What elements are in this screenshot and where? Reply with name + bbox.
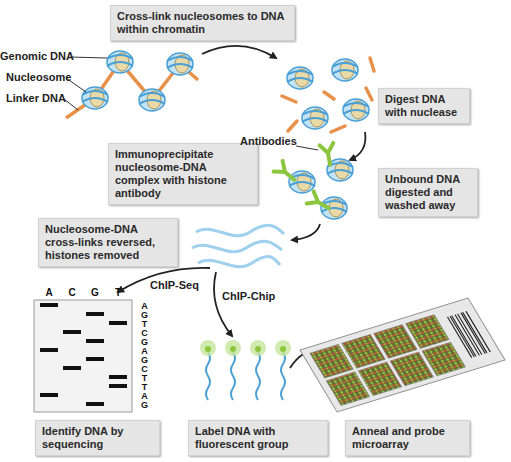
fluor-glow <box>200 340 216 356</box>
step-text: Cross-link nucleosomes to DNA within chr… <box>117 10 288 36</box>
array-tile <box>422 342 465 376</box>
linker-fragment <box>282 58 374 132</box>
step-box: Identify DNA by sequencing <box>35 420 160 456</box>
fluor-tag <box>280 346 286 352</box>
nucleosome <box>287 67 313 89</box>
step-text: Identify DNA by sequencing <box>42 425 153 451</box>
dna-strand <box>206 352 210 400</box>
array-tile <box>406 315 449 349</box>
dna-strand <box>192 241 282 251</box>
nucleosome <box>343 99 369 121</box>
fluor-tag <box>205 346 211 352</box>
step-text: Immunoprecipitate nucleosome-DNA complex… <box>115 148 251 200</box>
step-box: Anneal and probe microarray <box>345 420 470 456</box>
antibody <box>307 191 332 214</box>
dna-strands <box>192 225 284 266</box>
step-box: Nucleosome-DNA cross-links reversed, his… <box>38 218 178 267</box>
part-label: ChIP-Chip <box>222 290 275 303</box>
digested-fragments <box>282 58 374 132</box>
step-box: Cross-link nucleosomes to DNA within chr… <box>110 5 295 41</box>
part-label: ChIP-Seq <box>150 279 199 292</box>
nucleosome <box>302 107 328 129</box>
microarray <box>300 298 505 412</box>
flow-arrow <box>202 46 276 58</box>
step-box: Immunoprecipitate nucleosome-DNA complex… <box>108 143 258 205</box>
sequencing-gel <box>34 300 132 412</box>
fluor-tag <box>230 346 236 352</box>
array-slide <box>300 298 505 412</box>
step-box: Unbound DNA digested and washed away <box>378 168 478 217</box>
step-box: Label DNA with fluorescent group <box>188 420 328 456</box>
step-text: Label DNA with fluorescent group <box>195 425 321 451</box>
lane-letter: A <box>43 287 55 299</box>
dna-strand <box>198 257 280 267</box>
gel-band <box>86 402 104 406</box>
step-text: Anneal and probe microarray <box>352 425 463 451</box>
step-text: Digest DNA with nuclease <box>385 93 463 119</box>
fluor-glow <box>275 340 291 356</box>
lane-letter: G <box>89 287 101 299</box>
lane-letter: T <box>112 287 124 299</box>
nucleosome <box>139 89 165 111</box>
gel-band <box>109 321 127 325</box>
part-label: Nucleosome <box>6 71 71 84</box>
flow-arrow <box>292 224 320 240</box>
step-text: Nucleosome-DNA cross-links reversed, his… <box>45 223 171 262</box>
flow-arrow <box>118 268 210 292</box>
gel-band <box>86 312 104 316</box>
part-label: Antibodies <box>240 135 297 148</box>
gel-band <box>63 330 81 334</box>
leader-line <box>296 146 318 150</box>
nucleosome <box>107 51 133 73</box>
leader-line <box>70 57 107 58</box>
part-label: Linker DNA <box>6 92 66 105</box>
dna-strand <box>196 225 284 235</box>
dna-strand <box>256 352 260 400</box>
antibody <box>274 161 299 185</box>
gel-band <box>86 357 104 361</box>
gel-band <box>63 366 81 370</box>
dna-strand <box>231 352 235 400</box>
nucleosome <box>289 171 315 193</box>
nucleosome <box>167 53 193 75</box>
nucleosome <box>332 59 358 81</box>
dna-strand <box>281 352 285 400</box>
antibody <box>320 143 337 166</box>
labelled-dna <box>200 340 291 400</box>
gel-band <box>109 375 127 379</box>
flow-arrow <box>350 132 365 160</box>
gel-band <box>40 348 58 352</box>
gel-bands <box>40 303 127 406</box>
lane-letter: C <box>66 287 78 299</box>
leader-line <box>64 99 78 110</box>
nucleosome <box>82 87 108 109</box>
sequence-readout: AGTCGAGCTTAG <box>140 302 149 410</box>
part-label: Genomic DNA <box>0 50 74 63</box>
flow-arrow <box>214 272 232 336</box>
antibody-complexes <box>274 143 353 219</box>
fluor-glow <box>225 340 241 356</box>
fluor-tag <box>255 346 261 352</box>
gel-band <box>40 393 58 397</box>
step-text: Unbound DNA digested and washed away <box>385 173 471 212</box>
chromatin <box>66 51 198 118</box>
gel-band <box>40 303 58 307</box>
gel-band <box>109 384 127 388</box>
gel-band <box>86 339 104 343</box>
step-box: Digest DNA with nuclease <box>378 88 470 124</box>
barcode <box>447 311 490 357</box>
fluor-glow <box>250 340 266 356</box>
